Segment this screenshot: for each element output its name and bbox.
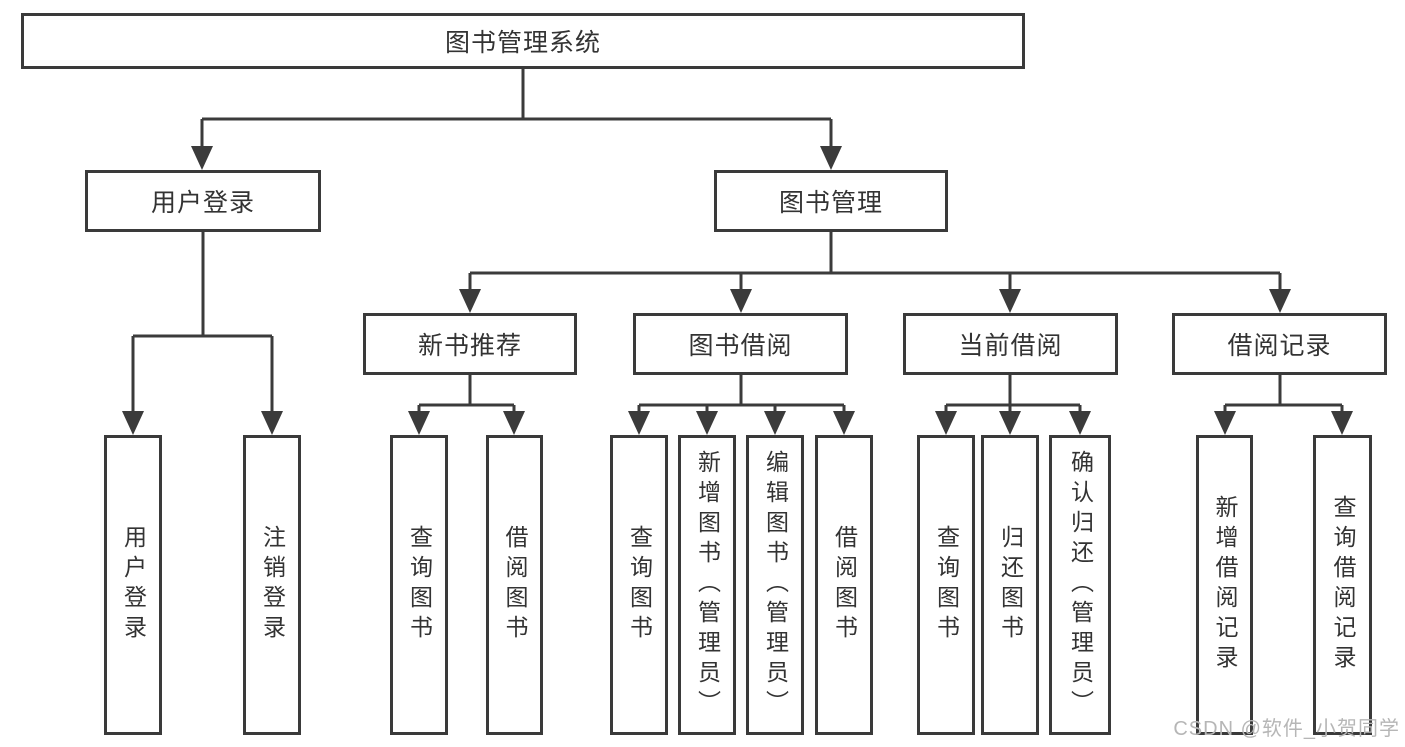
leaf-label: 归还图书: [997, 525, 1024, 645]
arrowhead-icons: [122, 146, 1353, 435]
arrow-down-icon: [122, 411, 144, 435]
node-book-borrowing: 图书借阅: [633, 313, 848, 375]
leaf-query-books: 查询图书: [610, 435, 668, 735]
leaf-borrow-books: 借阅图书: [486, 435, 543, 735]
arrow-down-icon: [261, 411, 283, 435]
node-label: 用户登录: [150, 189, 255, 217]
leaf-label: 查询图书: [626, 525, 653, 645]
arrow-down-icon: [1269, 289, 1291, 313]
leaf-label: 查询图书: [406, 525, 433, 645]
leaf-label: 新增图书（管理员）: [694, 450, 721, 720]
leaf-query-books: 查询图书: [390, 435, 448, 735]
arrow-down-icon: [628, 411, 650, 435]
node-current-borrowing: 当前借阅: [903, 313, 1118, 375]
leaf-label: 用户登录: [120, 525, 147, 645]
connector-borrowing: [637, 375, 846, 413]
leaf-add-borrow-record: 新增借阅记录: [1196, 435, 1253, 735]
leaf-confirm-return-admin: 确认归还（管理员）: [1049, 435, 1111, 735]
leaf-query-books: 查询图书: [917, 435, 975, 735]
leaf-label: 借阅图书: [502, 525, 528, 645]
leaf-label: 确认归还（管理员）: [1067, 450, 1094, 720]
node-label: 当前借阅: [958, 332, 1063, 360]
connector-user-login: [131, 231, 274, 413]
node-label: 新书推荐: [417, 332, 522, 360]
leaf-return-books: 归还图书: [981, 435, 1039, 735]
leaf-borrow-books: 借阅图书: [815, 435, 873, 735]
arrow-down-icon: [730, 289, 752, 313]
node-label: 借阅记录: [1227, 332, 1332, 360]
arrow-down-icon: [833, 411, 855, 435]
node-user-login: 用户登录: [85, 170, 321, 232]
leaf-logout: 注销登录: [243, 435, 301, 735]
arrow-down-icon: [191, 146, 213, 170]
leaf-label: 新增借阅记录: [1212, 495, 1238, 675]
connector-records: [1223, 375, 1344, 413]
node-label: 图书管理: [778, 189, 883, 217]
leaf-label: 查询借阅记录: [1330, 495, 1356, 675]
connector-book-management: [468, 232, 1282, 291]
leaf-label: 查询图书: [933, 525, 960, 645]
watermark: CSDN @软件_小贺同学: [1173, 718, 1400, 740]
arrow-down-icon: [1214, 411, 1236, 435]
arrow-down-icon: [820, 146, 842, 170]
leaf-edit-books-admin: 编辑图书（管理员）: [746, 435, 804, 735]
arrow-down-icon: [459, 289, 481, 313]
leaf-label: 编辑图书（管理员）: [762, 450, 789, 720]
connector-root: [200, 69, 833, 148]
node-label: 图书借阅: [688, 332, 793, 360]
node-root: 图书管理系统: [21, 13, 1025, 69]
leaf-label: 注销登录: [259, 525, 286, 645]
leaf-query-borrow-record: 查询借阅记录: [1313, 435, 1372, 735]
arrow-down-icon: [1069, 411, 1091, 435]
node-borrowing-records: 借阅记录: [1172, 313, 1387, 375]
arrow-down-icon: [1331, 411, 1353, 435]
leaf-add-books-admin: 新增图书（管理员）: [678, 435, 736, 735]
node-new-book-recommendation: 新书推荐: [363, 313, 577, 375]
arrow-down-icon: [999, 411, 1021, 435]
arrow-down-icon: [764, 411, 786, 435]
arrow-down-icon: [408, 411, 430, 435]
arrow-down-icon: [935, 411, 957, 435]
connector-current: [944, 375, 1082, 413]
arrow-down-icon: [503, 411, 525, 435]
node-root-label: 图书管理系统: [444, 29, 601, 57]
arrow-down-icon: [999, 289, 1021, 313]
arrow-down-icon: [696, 411, 718, 435]
leaf-user-login: 用户登录: [104, 435, 162, 735]
leaf-label: 借阅图书: [831, 525, 858, 645]
node-book-management: 图书管理: [714, 170, 948, 232]
connector-new-book: [417, 375, 516, 413]
